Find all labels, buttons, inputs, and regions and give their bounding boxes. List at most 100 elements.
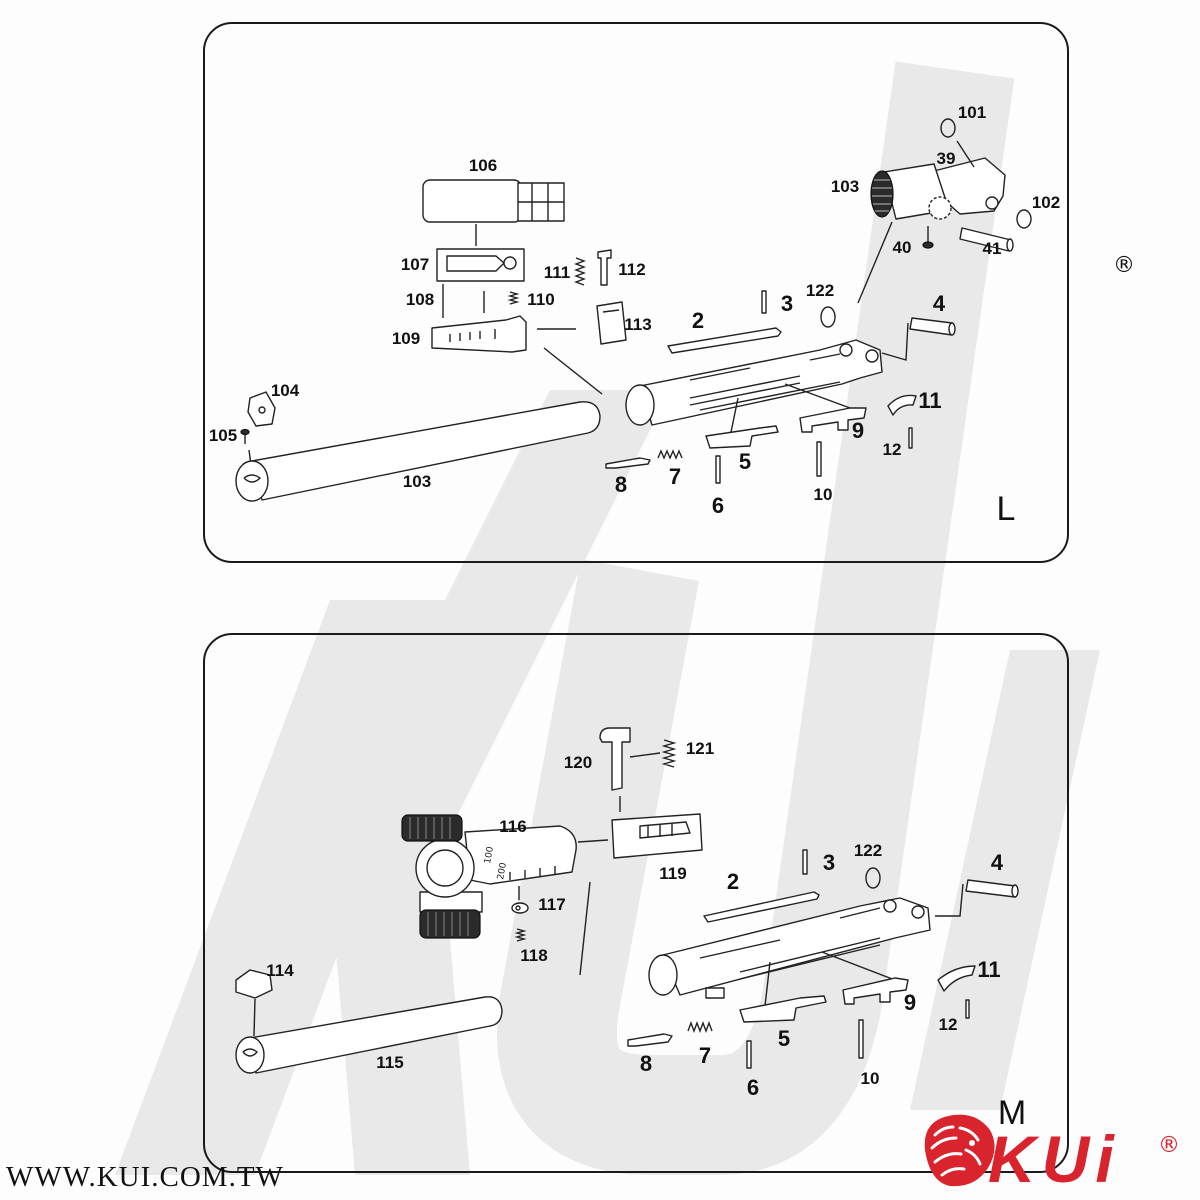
label-3: 3 [823,850,835,875]
label-122: 122 [806,281,834,300]
bottom-panel-frame [203,633,1069,1173]
part-101-o-ring [940,118,956,138]
part-117-washer [511,902,529,914]
view-letter-m: M [998,1094,1026,1132]
part-4-pin [965,879,1019,898]
leader-line [577,839,609,843]
lion-head-icon [924,1114,995,1187]
part-5-plate [739,995,827,1023]
label-118: 118 [520,946,547,965]
label-3: 3 [781,291,793,316]
part-121-spring [661,739,677,768]
part-6-pin [746,1040,752,1069]
view-letter-l: L [997,490,1016,528]
part-40-screw [922,226,934,249]
label-12: 12 [939,1015,958,1034]
kui-watermark [115,61,1100,1175]
label-113: 113 [624,315,651,334]
label-116: 116 [499,817,526,836]
part-115-barrel-tube [235,996,503,1074]
bottom-panel-labels: 120 121 116 119 2 3 122 4 117 118 114 11… [266,739,1026,1132]
part-122-o-ring [865,867,881,889]
leader-line [821,951,896,981]
part-7-spring [657,449,683,460]
part-11-lever [887,394,917,416]
part-9-bracket [842,977,909,1005]
label-115: 115 [376,1053,403,1072]
leader-line [881,322,909,361]
leader-line [729,397,739,438]
label-114: 114 [266,961,294,980]
label-40: 40 [893,238,912,257]
label-121: 121 [686,739,714,758]
scale-mark-200: 200 [496,862,509,881]
label-10: 10 [861,1069,880,1088]
logo-wordmark: KUi [988,1122,1120,1196]
part-110-spring [507,291,520,305]
part-122-o-ring [820,306,836,328]
label-4: 4 [991,850,1004,875]
label-41: 41 [983,239,1002,258]
label-110: 110 [527,290,554,309]
label-4: 4 [933,291,946,316]
label-107: 107 [401,255,429,274]
label-102: 102 [1032,193,1060,212]
registered-mark: ® [1113,253,1135,278]
logo-registered-mark: ® [1158,1133,1180,1158]
leader-line [935,883,964,917]
part-3-pin [802,849,808,875]
website-url: WWW.KUI.COM.TW [6,1161,284,1193]
part-receiver-body [648,897,931,999]
label-8: 8 [615,472,627,497]
part-108-pins [442,284,485,318]
part-106-scope-tube [422,179,565,223]
part-2-rod [703,891,820,923]
part-103-barrel-assembly [870,157,1006,220]
label-108: 108 [406,290,434,309]
label-7: 7 [669,464,681,489]
label-103-barrel: 103 [403,472,431,491]
part-41-pin [959,227,1014,252]
label-119: 119 [659,864,686,883]
watermark-u [496,61,1015,1175]
leader-line [764,961,771,1007]
label-12: 12 [883,440,902,459]
part-118-spring [514,928,527,942]
part-111-spring [574,257,586,286]
label-105: 105 [209,426,237,445]
label-109: 109 [392,329,420,348]
leader-line [857,221,893,304]
part-8-catch [627,1033,673,1047]
part-114-front-sight [235,969,273,999]
label-11: 11 [918,388,941,413]
part-6-pin [715,455,721,484]
label-6: 6 [712,493,724,518]
bottom-panel-parts: 100 200 [235,727,1019,1074]
label-112: 112 [618,260,645,279]
leader-line [253,998,256,1037]
part-102-o-ring [1016,209,1032,229]
label-5: 5 [739,449,751,474]
label-101: 101 [958,103,986,122]
label-104: 104 [271,381,300,400]
label-2: 2 [727,869,739,894]
label-103-assembly: 103 [831,177,859,196]
leader-line [956,140,975,168]
part-receiver-body [625,339,883,426]
leader-line [579,881,591,976]
label-7: 7 [699,1043,711,1068]
part-11-lever [937,965,976,992]
part-12-pin [908,427,913,449]
part-9-bracket [799,407,867,433]
label-8: 8 [640,1051,652,1076]
part-10-pin [816,441,822,477]
leader-line [784,383,851,409]
part-105-screw [240,428,250,444]
top-panel-frame [203,22,1069,563]
watermark-i-stem [910,650,1100,1110]
part-112-pin [597,249,612,286]
label-2: 2 [692,308,704,333]
part-5-plate [705,425,779,449]
part-3-pin [761,290,767,314]
